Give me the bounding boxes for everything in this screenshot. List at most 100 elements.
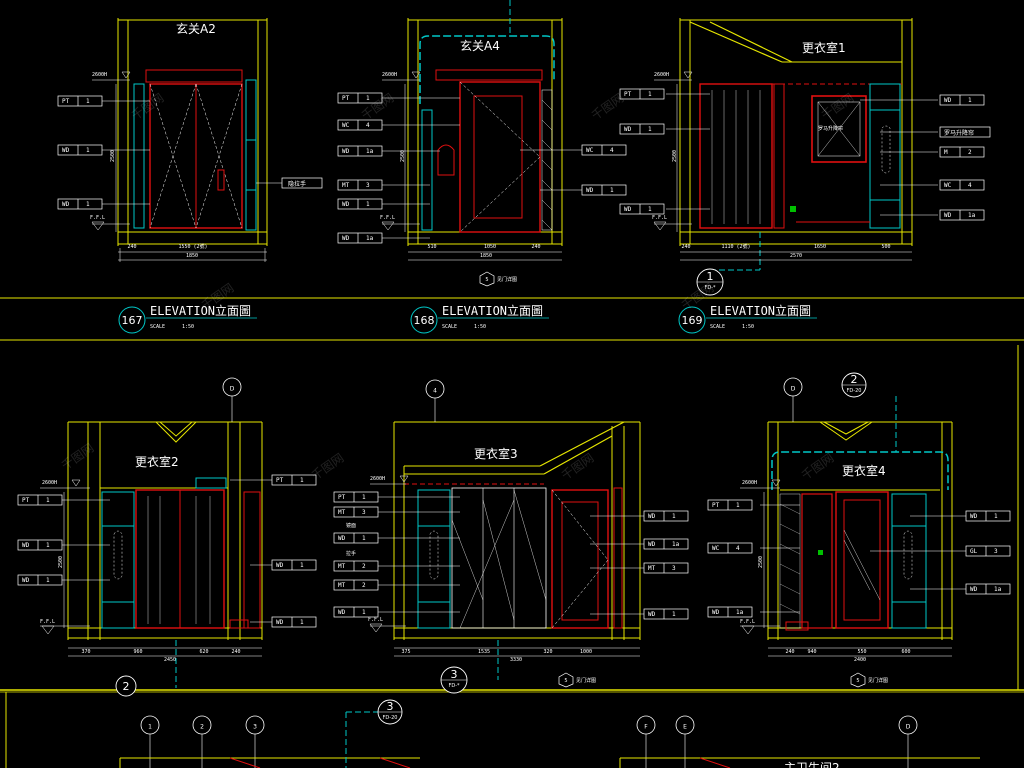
material-number: 4 xyxy=(736,545,740,552)
level-mark: 2600H xyxy=(92,71,131,79)
material-number: 1 xyxy=(366,201,370,208)
height-dimension: 2500 xyxy=(672,150,678,162)
scale-label: SCALE xyxy=(710,324,725,330)
material-number: 4 xyxy=(968,182,972,189)
material-number: 1 xyxy=(610,187,614,194)
grid-bubble-bottom-right-2: D xyxy=(898,715,918,735)
grid-label: D xyxy=(791,386,796,393)
grid-bubble-bottom-left-1: 2 xyxy=(192,715,212,735)
grid-label: 2 xyxy=(200,724,204,731)
dimension-value: 240 xyxy=(127,244,136,250)
material-number: 1a xyxy=(994,586,1002,593)
callout-number: 2 xyxy=(851,373,858,386)
level-mark: 2600H xyxy=(654,71,693,79)
level-mark: 2600H xyxy=(382,71,421,79)
left-note-handle: 拉手 xyxy=(346,550,356,557)
callout-mid-c: 2FD-20 xyxy=(841,372,867,398)
material-number: 2 xyxy=(968,149,972,156)
material-number: 1 xyxy=(46,542,50,549)
scale-label: SCALE xyxy=(150,324,165,330)
level-label: 2600H xyxy=(742,480,757,486)
material-number: 1a xyxy=(968,212,976,219)
grid-bubble-4: 4 xyxy=(425,379,445,399)
ffl-mark: F.F.L xyxy=(90,215,105,231)
level-label: 2600H xyxy=(370,476,385,482)
dimension-value: 1850 xyxy=(186,253,198,259)
ffl-mark: F.F.L xyxy=(40,619,55,635)
grid-bubble-d-left: D xyxy=(222,377,242,397)
tag-168-left-1: WC 4 xyxy=(337,119,383,131)
material-number: 1 xyxy=(46,497,50,504)
material-number: 1 xyxy=(362,609,366,616)
callout-reference: FD-20 xyxy=(847,388,862,394)
dimension-value: 600 xyxy=(901,649,910,655)
material-code: WD xyxy=(648,541,656,548)
door-note-number: 5 xyxy=(564,678,567,684)
view-number: 168 xyxy=(414,314,435,327)
callout-reference: FD-20 xyxy=(383,715,398,721)
dimension-value: 550 xyxy=(857,649,866,655)
room-label: 玄关A4 xyxy=(460,38,500,53)
elevation-label: ELEVATION立面圖 xyxy=(150,303,251,318)
grid-bubble-bottom-right-0: F xyxy=(636,715,656,735)
note-hidden-handle: 隐拉手 xyxy=(281,177,323,189)
material-code: WC xyxy=(586,147,594,154)
grid-bubble-bottom-left-2: 3 xyxy=(245,715,265,735)
grid-label: E xyxy=(683,724,687,731)
material-code: MT xyxy=(648,565,656,572)
elevation-view-169 xyxy=(654,18,938,271)
material-number: 1 xyxy=(362,494,366,501)
material-number: 3 xyxy=(362,509,366,516)
material-number: 1 xyxy=(366,95,370,102)
material-code: WD xyxy=(342,148,350,155)
material-number: 4 xyxy=(366,122,370,129)
level-mark: 2600H xyxy=(370,475,409,483)
material-code: WD xyxy=(338,535,346,542)
grid-bubble-bottom-left-0: 1 xyxy=(140,715,160,735)
ffl-label: F.F.L xyxy=(740,619,755,625)
elevation-view-167 xyxy=(92,18,282,262)
callout-number: 2 xyxy=(123,680,130,693)
height-dimension: 2500 xyxy=(758,556,764,568)
material-number: 1 xyxy=(362,535,366,542)
elevation-label: ELEVATION立面圖 xyxy=(442,303,543,318)
callout-number: 3 xyxy=(451,668,458,681)
ffl-label: F.F.L xyxy=(90,215,105,221)
material-number: 3 xyxy=(672,565,676,572)
dimension-value: 1550 (2號) xyxy=(178,243,207,250)
material-code: PT xyxy=(624,91,632,98)
grid-label: 4 xyxy=(433,388,437,395)
material-number: 1a xyxy=(736,609,744,616)
material-code: WC xyxy=(342,122,350,129)
dimension-value: 1000 xyxy=(580,649,592,655)
material-number: 1 xyxy=(648,91,652,98)
door-note-text: 见门详图 xyxy=(868,677,888,684)
material-number: 1 xyxy=(86,98,90,105)
grid-label: 3 xyxy=(253,724,257,731)
material-code: WD xyxy=(970,513,978,520)
grid-label: D xyxy=(230,386,235,393)
dimension-value: 940 xyxy=(807,649,816,655)
height-dimension: 2500 xyxy=(400,150,406,162)
